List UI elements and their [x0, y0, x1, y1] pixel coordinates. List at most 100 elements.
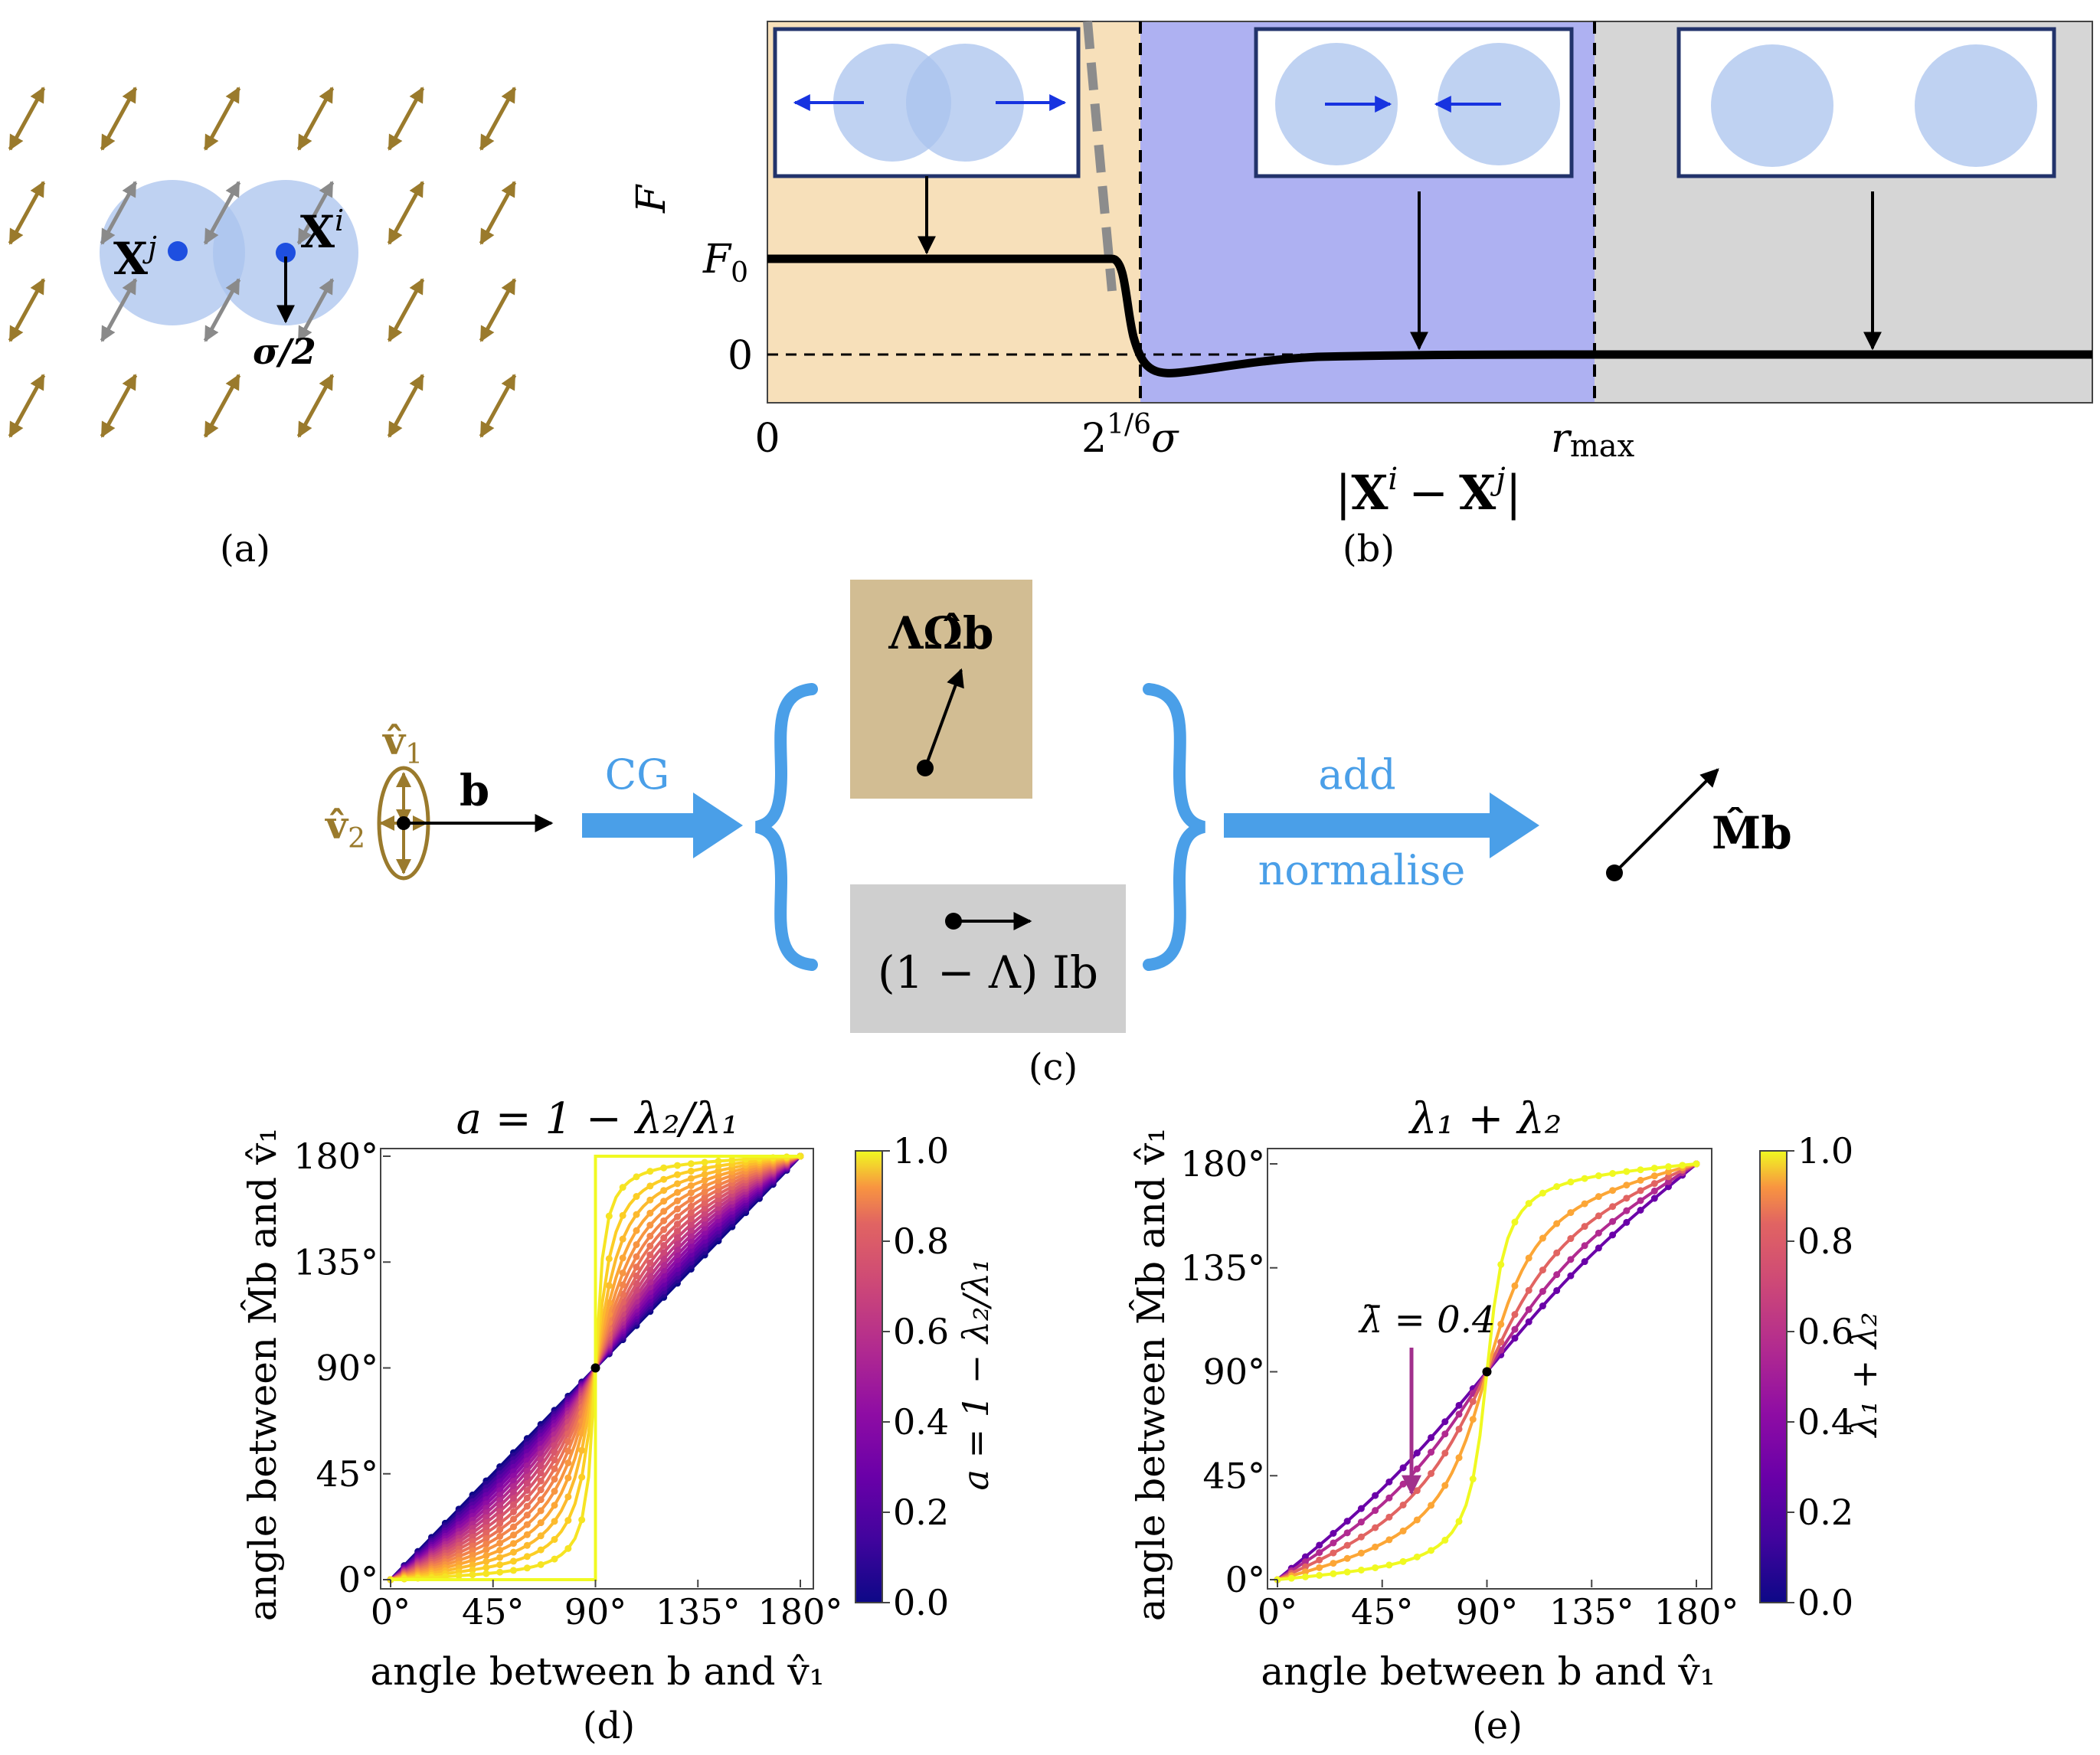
series-point [469, 1571, 476, 1579]
series-point [1469, 1416, 1477, 1423]
series-point [1413, 1516, 1421, 1524]
series-point [510, 1495, 517, 1502]
series-point [619, 1269, 626, 1276]
x-tick-label: 90° [564, 1591, 627, 1632]
director-field [8, 87, 517, 438]
x-tick-label: 135° [1549, 1591, 1634, 1632]
series-point [674, 1213, 681, 1221]
series-point [1301, 1553, 1309, 1561]
series-point [1428, 1449, 1435, 1456]
inset-separated [1676, 27, 2056, 178]
series-point [687, 1215, 695, 1223]
series-point [701, 1204, 708, 1212]
xtick-rmax: rmax [1551, 416, 1635, 464]
series-point [1469, 1397, 1477, 1405]
series-point [1693, 1160, 1700, 1168]
series-point [469, 1566, 476, 1574]
series-point [1469, 1476, 1477, 1483]
series-point [551, 1502, 558, 1509]
series-point [1567, 1235, 1575, 1243]
director-arrow [100, 87, 138, 151]
series-point [510, 1501, 517, 1508]
series-point [564, 1459, 572, 1467]
series-point [660, 1226, 668, 1234]
series-point [510, 1548, 517, 1556]
series-point [1609, 1187, 1617, 1195]
series-point [660, 1164, 668, 1172]
series-point [1343, 1541, 1351, 1549]
x-tick-label: 90° [1456, 1591, 1519, 1632]
series-point [715, 1177, 722, 1185]
series-point [496, 1561, 504, 1569]
series-point [510, 1523, 517, 1531]
series-point [1567, 1178, 1575, 1186]
series-point [1665, 1173, 1673, 1181]
series-point [523, 1473, 531, 1481]
series-point [551, 1456, 558, 1464]
series-point [674, 1227, 681, 1235]
series-point [1497, 1338, 1505, 1346]
series-point [1428, 1502, 1435, 1509]
colorbar-tick-label: 0.2 [893, 1492, 949, 1533]
series-point [1385, 1494, 1393, 1502]
colorbar-tick-label: 0.0 [893, 1582, 949, 1623]
series-point [1385, 1561, 1393, 1569]
left-brace [754, 683, 818, 971]
series-point [619, 1281, 626, 1289]
series-point [1511, 1325, 1519, 1333]
series-point [482, 1529, 490, 1537]
panel-b-label: (b) [1343, 528, 1395, 570]
series-point [537, 1462, 545, 1470]
series-point [523, 1531, 531, 1538]
series-point [537, 1496, 545, 1504]
plot-e-axes: 0°0°45°45°90°90°135°135°180°180° [1180, 1143, 1739, 1632]
ytick-zero: 0 [728, 333, 753, 379]
series-point [1650, 1195, 1658, 1202]
director-arrow [203, 87, 241, 151]
director-arrow [479, 87, 517, 151]
colorbar-tick-label: 0.4 [1797, 1401, 1853, 1443]
director-arrow [203, 181, 241, 245]
colorbar-tick-label: 0.6 [893, 1311, 949, 1352]
director-arrow [479, 181, 517, 245]
label-xj: Xj [113, 230, 157, 285]
series-point [646, 1259, 654, 1266]
series-point [660, 1217, 668, 1224]
series-point [633, 1173, 640, 1181]
series-point [1357, 1549, 1365, 1557]
series-point [1441, 1430, 1449, 1438]
series-point [646, 1168, 654, 1175]
xtick-wca: 21/6σ [1081, 409, 1179, 462]
series-point [1301, 1568, 1309, 1576]
series-point [1553, 1220, 1561, 1227]
series-point [1330, 1570, 1337, 1577]
label-v2: v̂2 [325, 802, 365, 855]
series-point [619, 1184, 626, 1191]
series-point [674, 1234, 681, 1241]
lj-divergent-curve [1083, 21, 1117, 292]
colorbar-e [1759, 1150, 1788, 1603]
series-point [1372, 1524, 1379, 1531]
series-point [496, 1554, 504, 1561]
series-point [578, 1516, 586, 1524]
director-arrow [203, 278, 241, 342]
series-point [1413, 1449, 1421, 1457]
series-point [510, 1540, 517, 1547]
series-point [715, 1157, 722, 1165]
series-point [523, 1512, 531, 1519]
series-point [1637, 1176, 1644, 1184]
series-point [496, 1539, 504, 1547]
series-point [564, 1517, 572, 1525]
series-point [1343, 1568, 1351, 1576]
x-tick-label: 45° [462, 1591, 525, 1632]
lambda-annotation: λ̄ = 0.4 [1358, 1299, 1496, 1342]
series-point [728, 1156, 736, 1164]
ytick-f0: F0 [702, 237, 748, 289]
series-point [1428, 1547, 1435, 1554]
series-point [1413, 1553, 1421, 1561]
series-point [496, 1519, 504, 1527]
series-point [496, 1513, 504, 1521]
series-point [1637, 1207, 1644, 1214]
series-point [1301, 1573, 1309, 1580]
cg-arrow [582, 793, 743, 858]
